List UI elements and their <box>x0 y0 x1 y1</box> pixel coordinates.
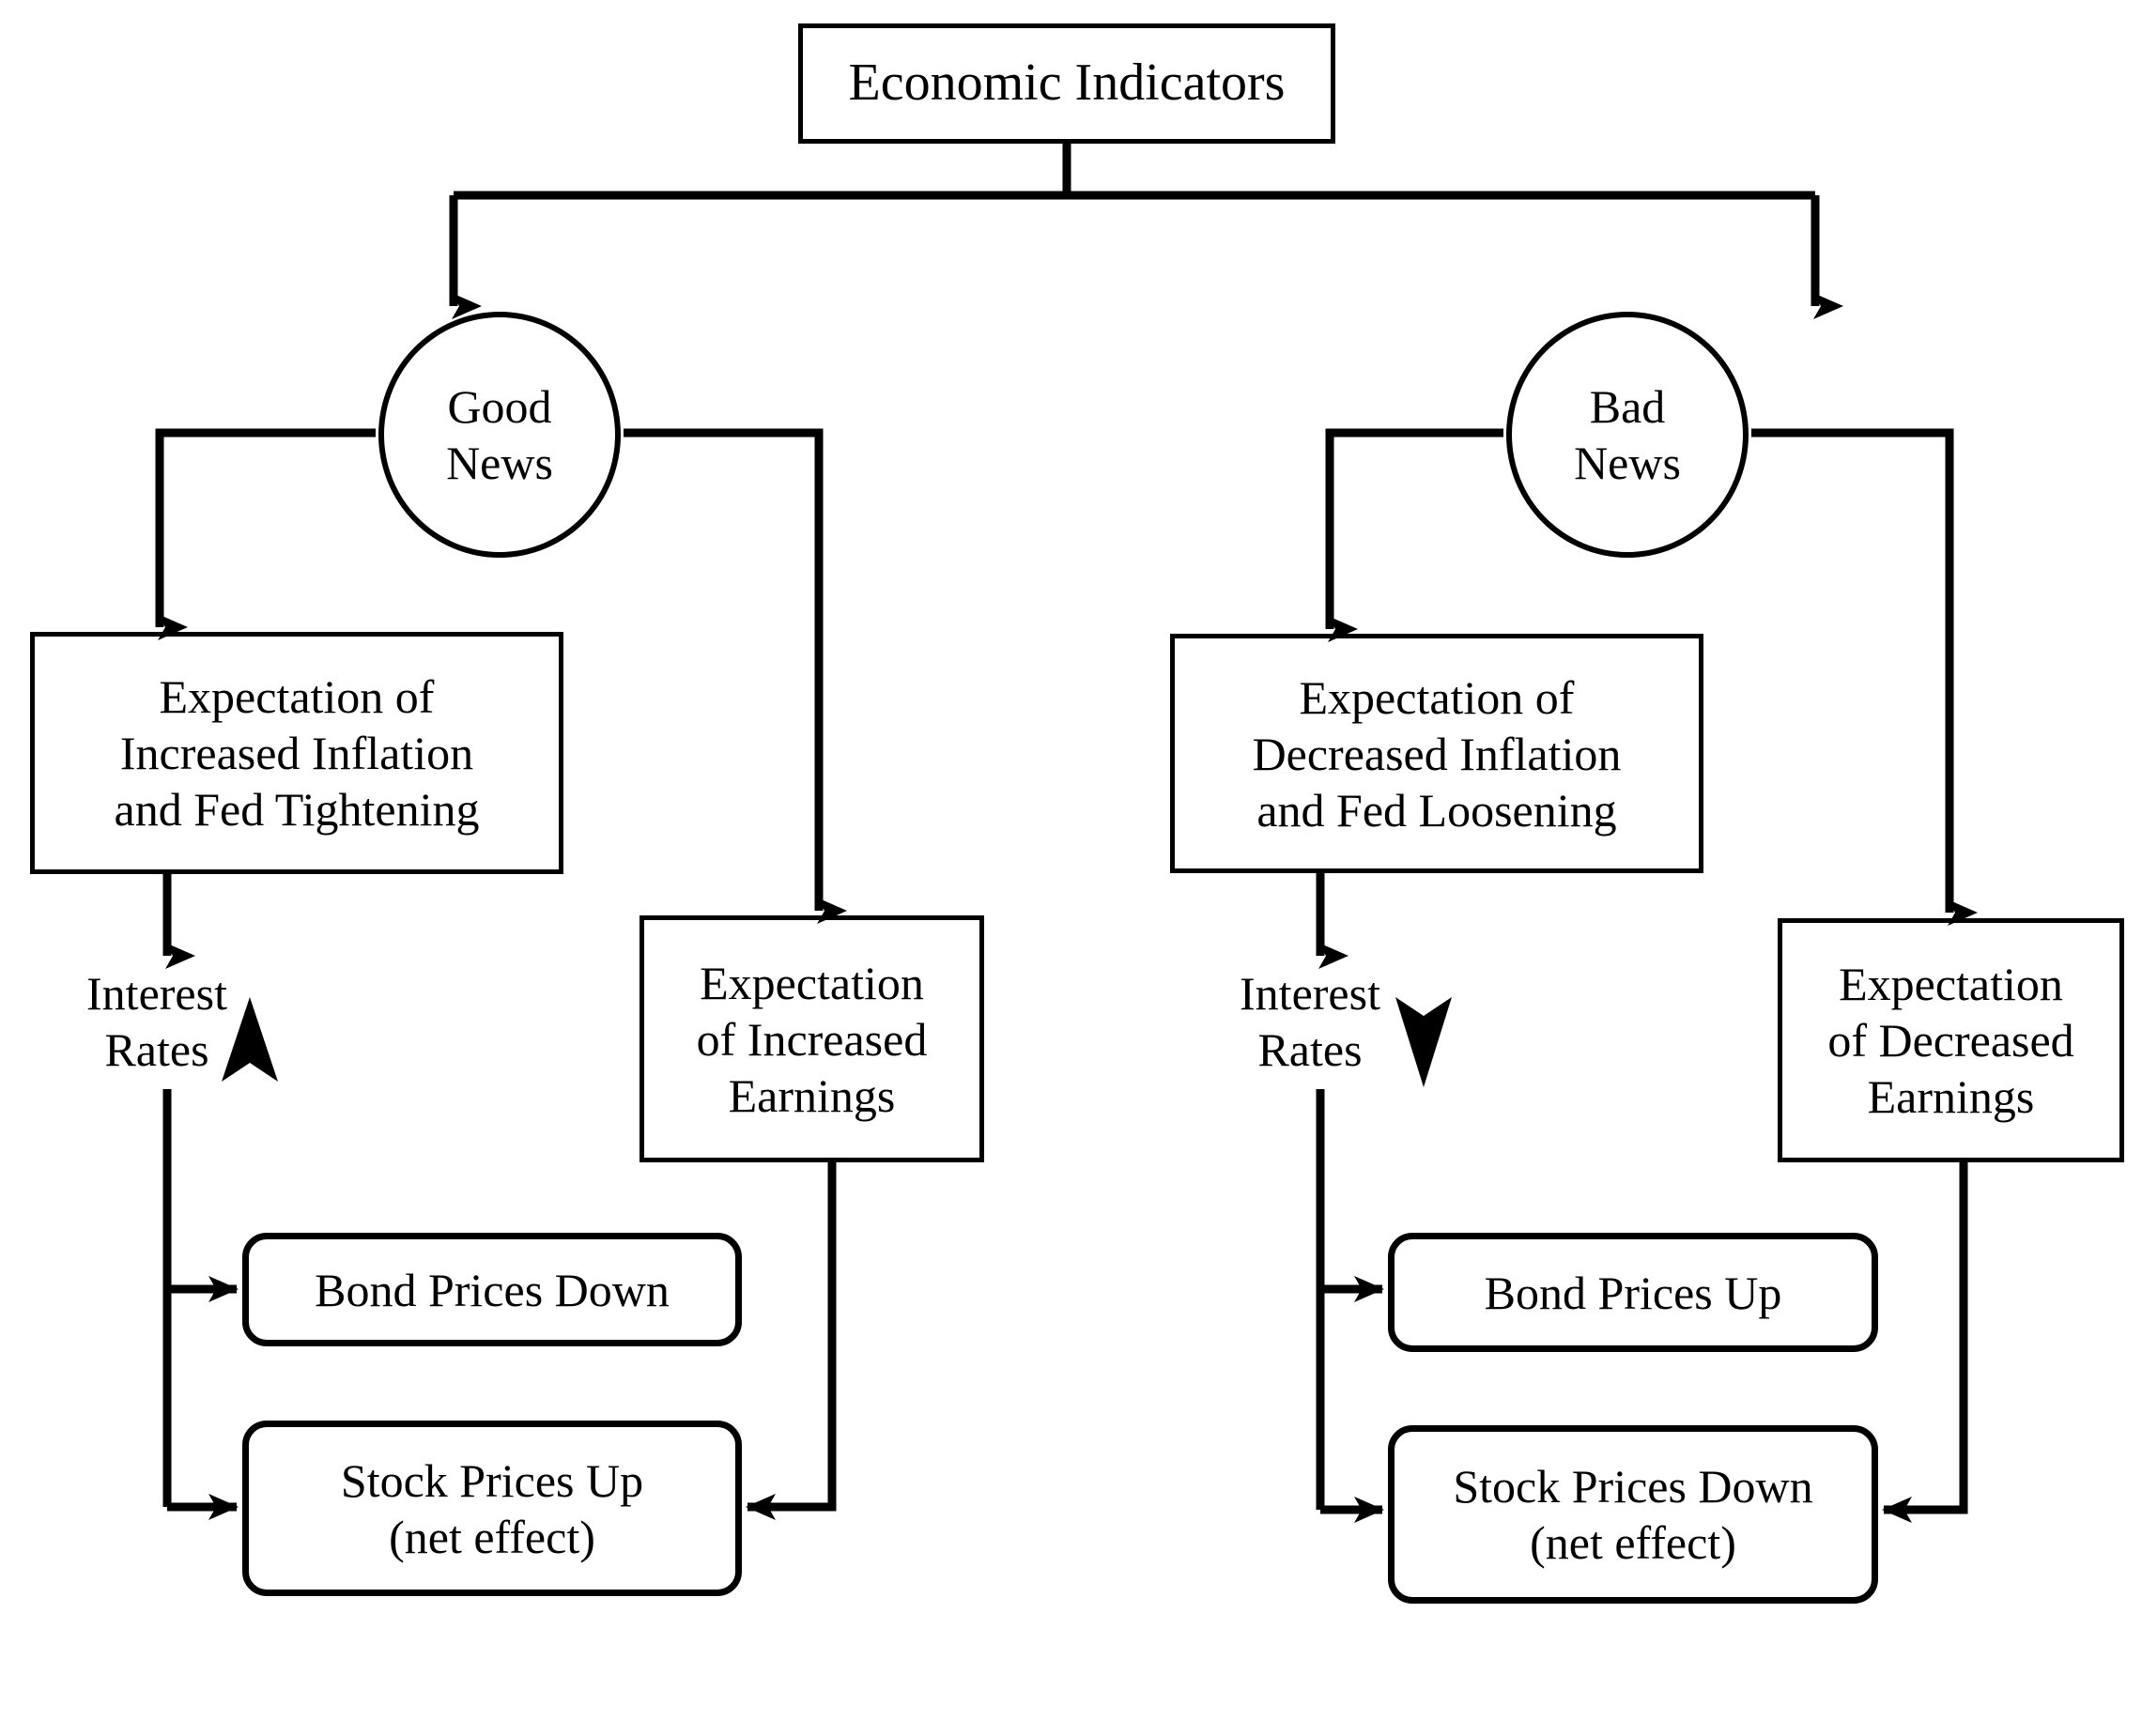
down-arrow-icon <box>1395 997 1452 1087</box>
node-economic-indicators[interactable]: Economic Indicators <box>798 23 1335 144</box>
node-expectation-increased-earnings[interactable]: Expectation of Increased Earnings <box>640 915 984 1162</box>
node-bond-prices-up[interactable]: Bond Prices Up <box>1388 1233 1878 1352</box>
node-bad-news[interactable]: Bad News <box>1506 312 1749 558</box>
edge-earnings-to-stock-up <box>746 1162 837 1520</box>
node-bond-prices-down[interactable]: Bond Prices Down <box>242 1233 742 1346</box>
node-label: Economic Indicators <box>848 54 1286 113</box>
node-expectation-increased-inflation[interactable]: Expectation of Increased Inflation and F… <box>30 632 563 874</box>
node-label: Good News <box>446 380 553 489</box>
edge-dec-earnings-to-stock-down <box>1882 1162 1968 1523</box>
node-interest-rates-up[interactable]: Interest Rates <box>58 960 255 1083</box>
node-label: Bond Prices Down <box>315 1263 670 1316</box>
node-stock-prices-down[interactable]: Stock Prices Down (net effect) <box>1388 1425 1878 1604</box>
node-interest-rates-down[interactable]: Interest Rates <box>1211 960 1409 1083</box>
edge-bad-news-to-earnings <box>1751 428 1978 926</box>
node-expectation-decreased-earnings[interactable]: Expectation of Decreased Earnings <box>1778 918 2124 1162</box>
edge-good-news-to-inflation <box>155 428 376 640</box>
node-label: Stock Prices Up (net effect) <box>340 1453 644 1563</box>
node-label: Bond Prices Up <box>1484 1266 1782 1319</box>
node-label: Stock Prices Down (net effect) <box>1453 1460 1813 1569</box>
edge-bad-news-to-inflation <box>1325 428 1503 642</box>
up-arrow-icon <box>222 997 278 1082</box>
edge-good-news-to-earnings <box>624 428 847 924</box>
node-label: Bad News <box>1574 380 1681 489</box>
node-stock-prices-up[interactable]: Stock Prices Up (net effect) <box>242 1421 742 1596</box>
node-good-news[interactable]: Good News <box>378 312 621 558</box>
node-label: Interest Rates <box>1240 967 1380 1076</box>
node-expectation-decreased-inflation[interactable]: Expectation of Decreased Inflation and F… <box>1170 634 1703 873</box>
node-label: Expectation of Decreased Inflation and F… <box>1252 670 1622 837</box>
node-label: Expectation of Increased Earnings <box>696 956 928 1122</box>
trend-glyph-group <box>222 997 1452 1087</box>
node-label: Interest Rates <box>86 967 227 1076</box>
node-label: Expectation of Increased Inflation and F… <box>114 670 480 836</box>
node-label: Expectation of Decreased Earnings <box>1827 958 2074 1123</box>
